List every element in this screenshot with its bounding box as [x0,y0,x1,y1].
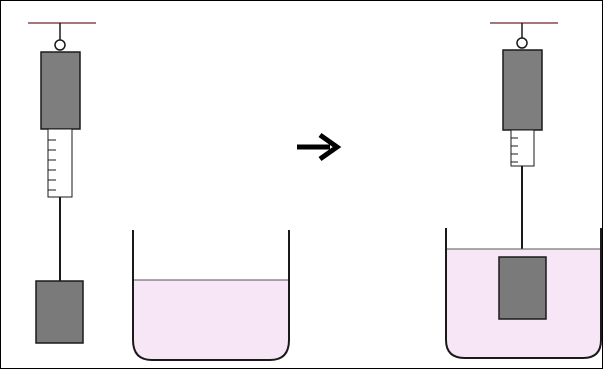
right-scale-ticks [511,137,518,163]
left-water [133,280,289,360]
right-mass-block [498,256,547,320]
right-beaker-outline [445,228,602,359]
left-hook-ring [54,39,66,51]
left-scale-tube [47,128,73,198]
left-spring-scale [28,22,96,344]
right-hook-ring [516,37,528,49]
left-scale-ticks [48,139,56,191]
left-beaker-outline [132,230,290,361]
left-beaker [132,230,290,361]
right-beaker [445,228,602,359]
right-scale-tube [510,129,535,167]
right-scale-body [502,49,543,131]
right-spring-scale [490,22,558,257]
right-arrow-icon [297,132,342,162]
left-mass-block [35,280,84,344]
left-scale-body [40,51,81,130]
